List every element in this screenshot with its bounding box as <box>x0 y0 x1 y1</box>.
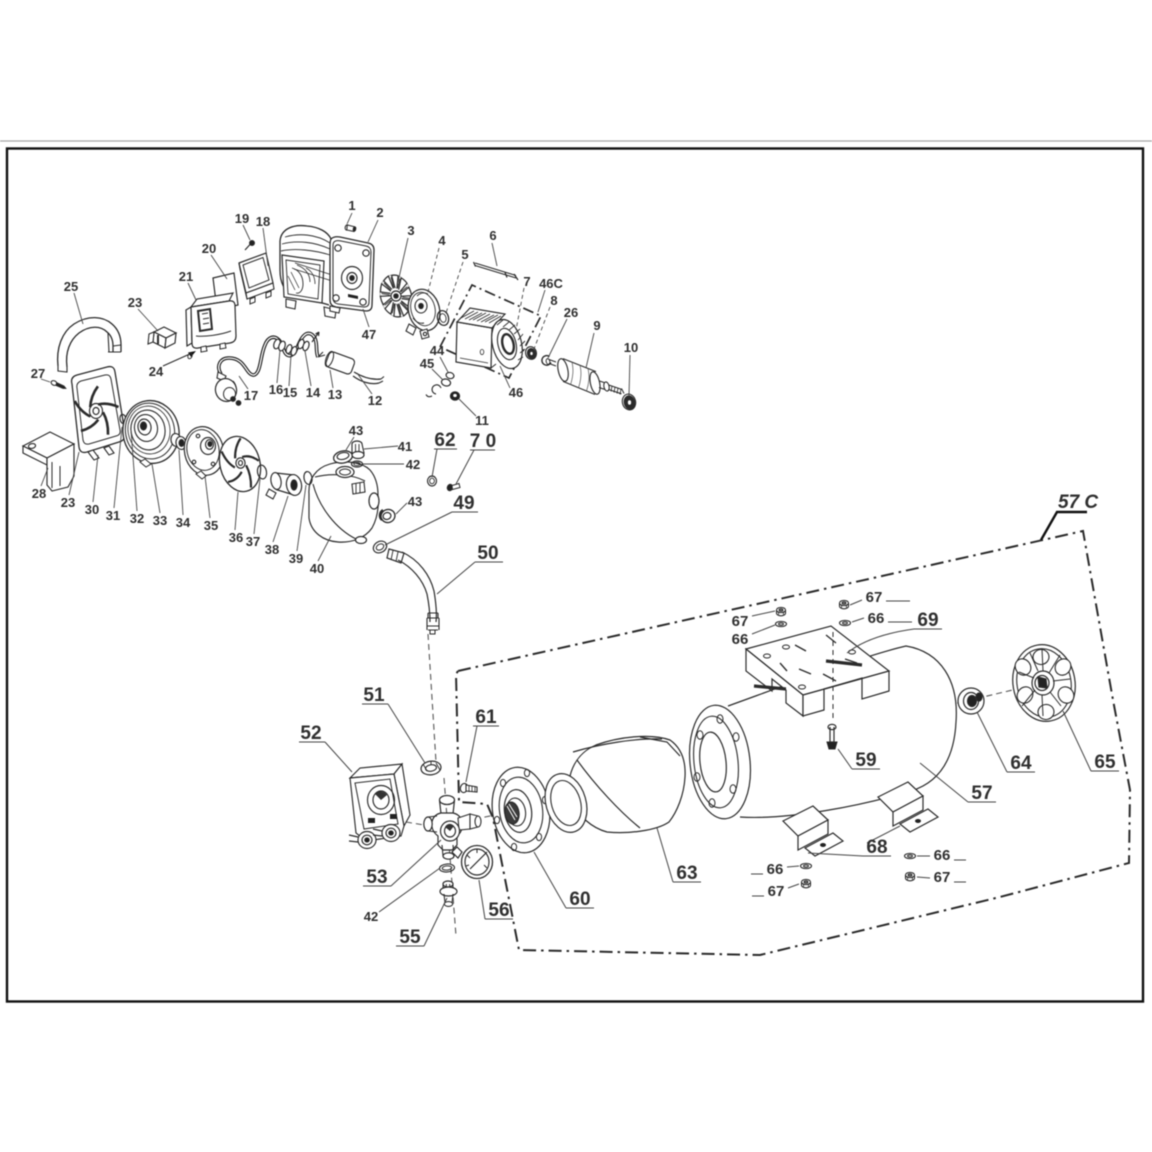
svg-text:65: 65 <box>1094 752 1116 773</box>
svg-text:31: 31 <box>106 508 120 523</box>
svg-text:66: 66 <box>934 847 951 864</box>
svg-text:23: 23 <box>128 295 142 310</box>
svg-text:50: 50 <box>477 543 498 564</box>
svg-text:37: 37 <box>246 534 260 549</box>
svg-text:41: 41 <box>398 439 412 454</box>
svg-text:12: 12 <box>368 393 382 408</box>
svg-text:28: 28 <box>32 486 46 501</box>
svg-text:42: 42 <box>364 909 378 924</box>
svg-text:63: 63 <box>676 863 697 884</box>
svg-text:1: 1 <box>348 198 355 213</box>
svg-text:5: 5 <box>461 247 468 262</box>
svg-text:67: 67 <box>768 883 785 900</box>
svg-text:68: 68 <box>866 837 887 858</box>
svg-text:46: 46 <box>509 385 523 400</box>
svg-text:67: 67 <box>934 869 951 886</box>
svg-text:21: 21 <box>179 269 193 284</box>
svg-text:4: 4 <box>438 233 446 248</box>
svg-text:66: 66 <box>868 610 885 627</box>
svg-text:24: 24 <box>149 364 164 379</box>
svg-text:10: 10 <box>624 340 638 355</box>
svg-text:26: 26 <box>564 305 578 320</box>
svg-text:7: 7 <box>523 274 530 289</box>
svg-text:11: 11 <box>475 413 489 428</box>
svg-text:14: 14 <box>306 385 321 400</box>
svg-text:33: 33 <box>153 513 167 528</box>
svg-text:9: 9 <box>593 318 600 333</box>
svg-text:66: 66 <box>767 861 784 878</box>
svg-text:67: 67 <box>732 613 749 630</box>
svg-text:17: 17 <box>244 388 258 403</box>
svg-text:62: 62 <box>434 430 455 451</box>
svg-text:46C: 46C <box>539 276 563 291</box>
svg-text:8: 8 <box>550 293 557 308</box>
svg-text:51: 51 <box>363 685 385 706</box>
svg-text:43: 43 <box>349 423 363 438</box>
svg-text:59: 59 <box>855 750 876 771</box>
svg-text:2: 2 <box>376 205 383 220</box>
svg-text:64: 64 <box>1010 753 1032 774</box>
svg-text:43: 43 <box>408 494 422 509</box>
svg-text:36: 36 <box>229 530 243 545</box>
svg-text:67: 67 <box>866 589 883 606</box>
svg-text:56: 56 <box>488 900 509 921</box>
svg-text:19: 19 <box>235 211 249 226</box>
svg-text:13: 13 <box>328 387 342 402</box>
svg-text:30: 30 <box>85 502 99 517</box>
svg-text:69: 69 <box>917 610 938 631</box>
svg-text:35: 35 <box>204 518 218 533</box>
svg-text:57: 57 <box>971 783 992 804</box>
svg-text:32: 32 <box>130 511 144 526</box>
svg-text:52: 52 <box>300 723 321 744</box>
svg-text:23: 23 <box>61 495 75 510</box>
svg-text:57 C: 57 C <box>1058 492 1098 513</box>
svg-text:66: 66 <box>732 631 749 648</box>
svg-text:3: 3 <box>407 223 414 238</box>
svg-text:6: 6 <box>489 228 496 243</box>
svg-text:40: 40 <box>310 561 324 576</box>
svg-text:15: 15 <box>283 385 297 400</box>
svg-text:18: 18 <box>256 214 270 229</box>
svg-text:16: 16 <box>269 382 283 397</box>
svg-text:61: 61 <box>475 707 497 728</box>
svg-text:47: 47 <box>362 327 376 342</box>
svg-text:27: 27 <box>31 366 45 381</box>
svg-text:42: 42 <box>406 457 420 472</box>
svg-text:53: 53 <box>366 867 387 888</box>
svg-text:60: 60 <box>569 889 590 910</box>
svg-text:25: 25 <box>64 279 78 294</box>
svg-text:44: 44 <box>430 343 445 358</box>
svg-text:7 0: 7 0 <box>470 431 496 452</box>
svg-text:38: 38 <box>265 542 279 557</box>
svg-text:34: 34 <box>176 515 191 530</box>
svg-text:39: 39 <box>289 551 303 566</box>
svg-text:45: 45 <box>420 356 434 371</box>
svg-text:20: 20 <box>202 241 216 256</box>
svg-text:49: 49 <box>453 493 474 514</box>
svg-text:55: 55 <box>399 927 421 948</box>
